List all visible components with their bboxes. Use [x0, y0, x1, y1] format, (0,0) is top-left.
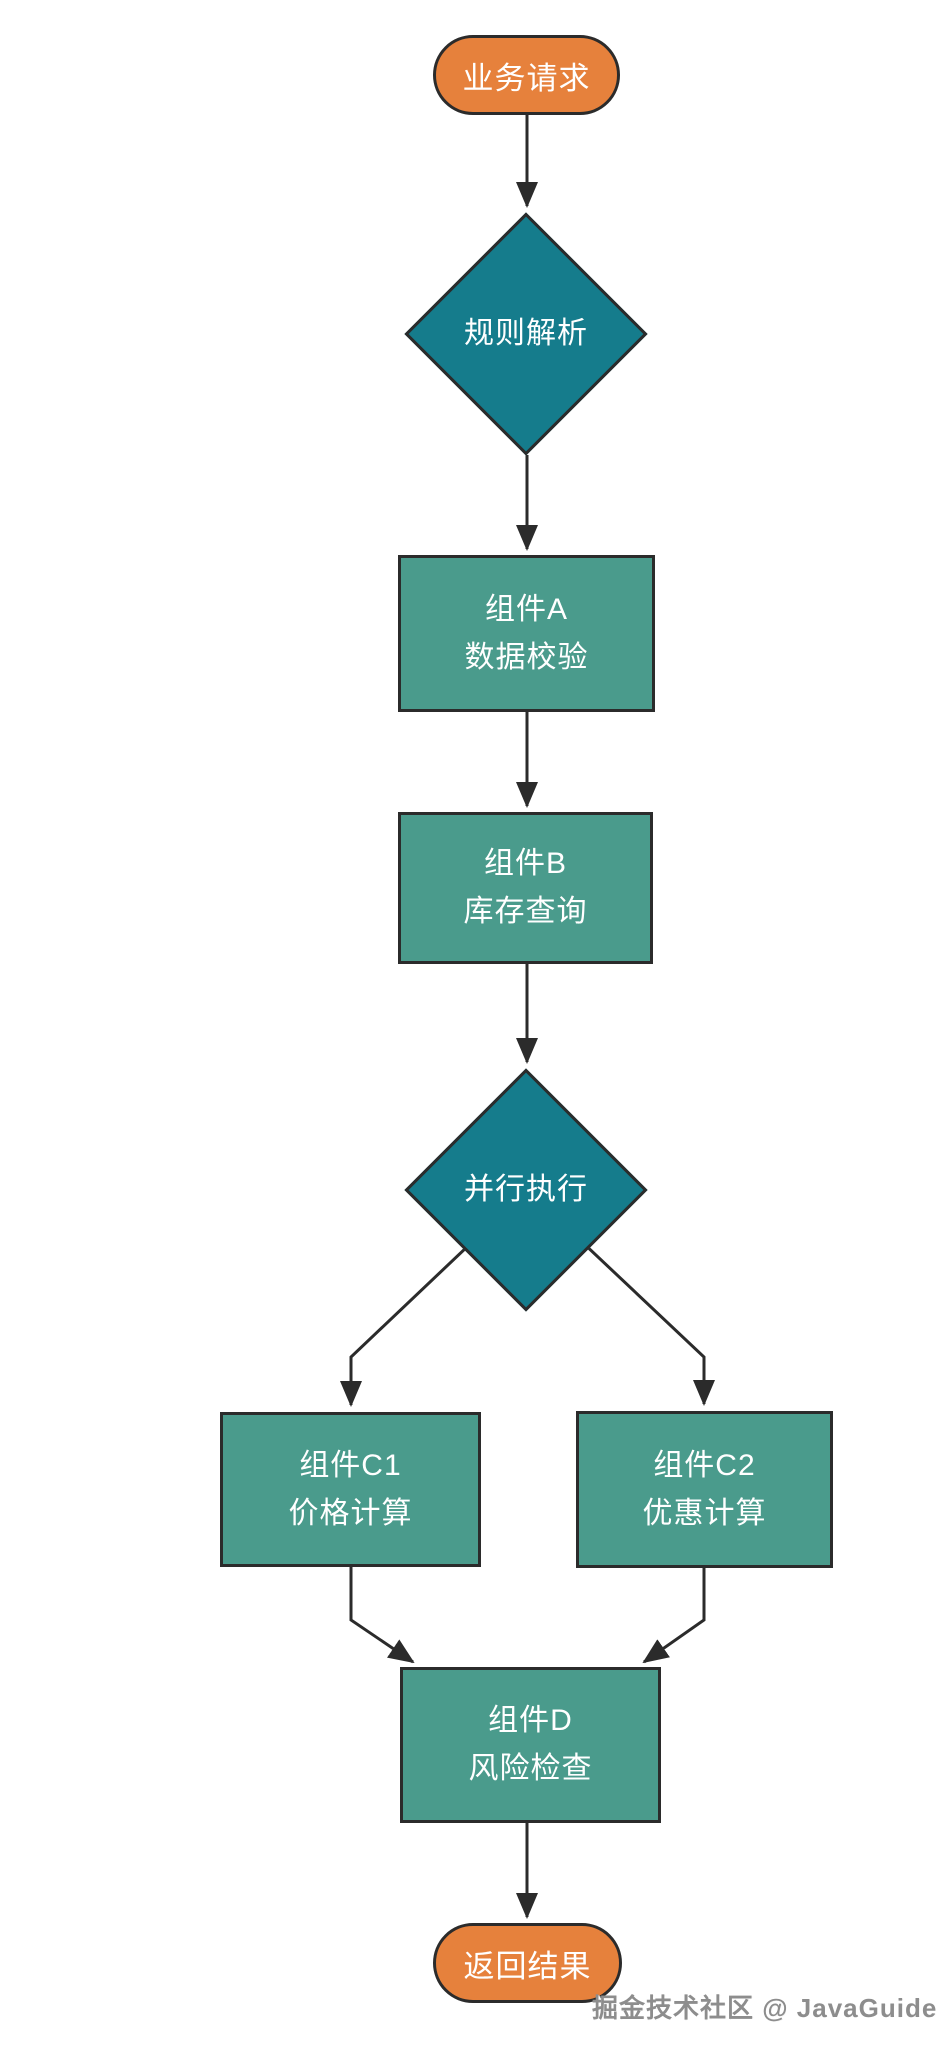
node-start-label: 业务请求 [462, 60, 591, 96]
node-comp-b-line1: 组件B [483, 847, 567, 880]
node-end-label: 返回结果 [463, 1948, 592, 1984]
node-comp-d-line1: 组件D [488, 1704, 573, 1737]
node-comp-a: 组件A 数据校验 [398, 555, 655, 712]
node-comp-a-line2: 数据校验 [464, 640, 589, 674]
node-comp-c1-line2: 价格计算 [288, 1496, 413, 1530]
node-comp-c1-line1: 组件C1 [299, 1448, 402, 1482]
edge-comp-c2-to-comp-d [642, 1568, 706, 1664]
node-parallel-label: 并行执行 [464, 1173, 588, 1206]
node-comp-c2-line1: 组件C2 [653, 1448, 756, 1482]
watermark-text: 掘金技术社区 @ JavaGuide [592, 1993, 938, 2023]
node-comp-b-line2: 库存查询 [463, 895, 588, 928]
node-rule-label: 规则解析 [464, 317, 588, 350]
node-comp-c1: 组件C1 价格计算 [220, 1412, 481, 1567]
node-comp-b: 组件B 库存查询 [398, 812, 653, 964]
node-comp-a-line1: 组件A [484, 592, 568, 626]
node-start-terminal: 业务请求 [433, 35, 620, 115]
node-end-terminal: 返回结果 [433, 1923, 622, 2003]
node-comp-d: 组件D 风险检查 [400, 1667, 661, 1823]
node-comp-d-line2: 风险检查 [468, 1752, 593, 1785]
edge-comp-c1-to-comp-d [349, 1567, 415, 1664]
node-comp-c2-line2: 优惠计算 [642, 1496, 767, 1530]
node-comp-c2: 组件C2 优惠计算 [576, 1411, 833, 1568]
